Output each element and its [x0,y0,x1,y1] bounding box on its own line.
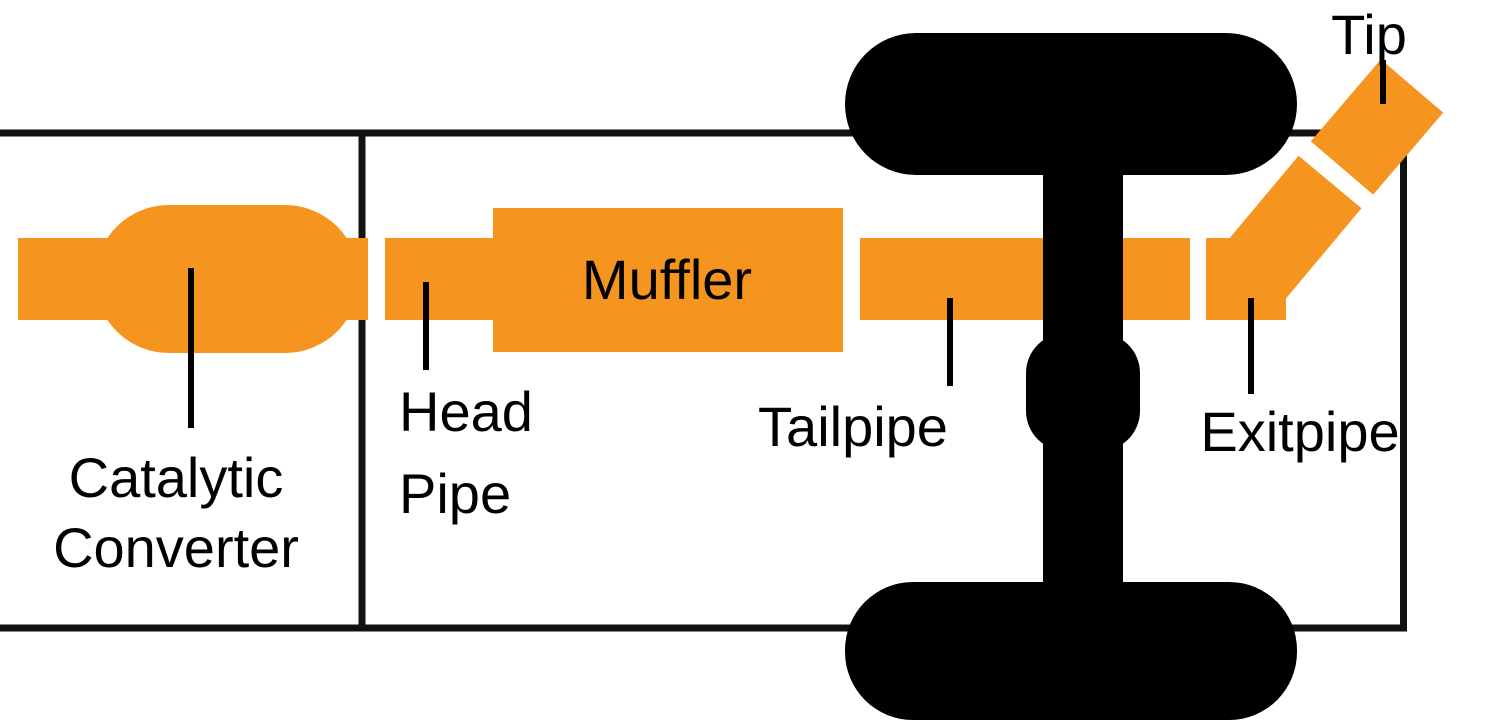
label-tailpipe: Tailpipe [758,395,948,458]
label-muffler: Muffler [582,248,752,311]
label-head-line2: Pipe [399,462,511,525]
tailpipe [860,238,1190,320]
part-labels: Catalytic Converter Head Pipe Muffler Ta… [53,3,1407,579]
leader-lines [188,60,1386,428]
label-exitpipe: Exitpipe [1200,400,1399,463]
label-catalytic-line2: Converter [53,516,299,579]
rear-axle-assembly [845,33,1297,720]
wheel-top [845,33,1297,175]
muffler [493,208,843,352]
label-catalytic-line1: Catalytic [69,446,284,509]
label-tip: Tip [1331,3,1407,66]
label-head-line1: Head [399,380,533,443]
head-pipe [385,238,493,320]
differential [1026,333,1140,451]
exitpipe-elbow [1216,155,1362,307]
catalytic-converter [95,205,359,353]
tip-pipe [1310,59,1444,195]
wheel-bottom [845,582,1297,720]
exhaust-system [18,59,1444,353]
